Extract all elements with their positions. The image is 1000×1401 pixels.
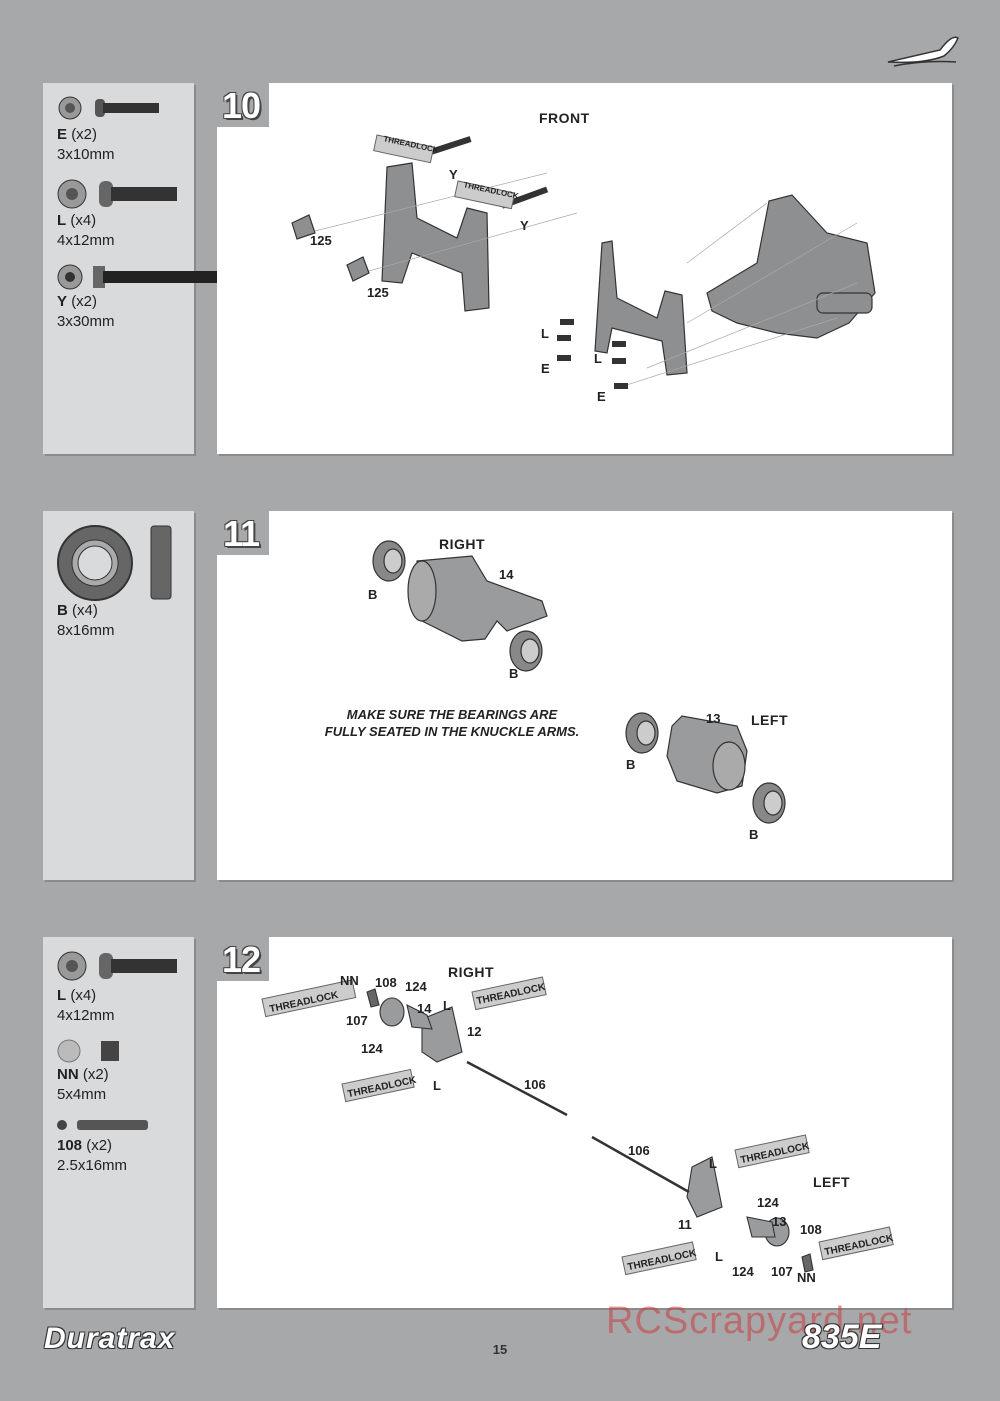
screw-e-label: E: [597, 389, 606, 404]
pliers-icon: [887, 36, 959, 67]
hw-code: NN: [57, 1066, 79, 1083]
note-line: MAKE SURE THE BEARINGS ARE: [346, 707, 558, 722]
pin-108-icon: [57, 1120, 148, 1130]
button-head-screw-e-icon: [58, 96, 159, 120]
hw-code: 108: [57, 1137, 83, 1154]
bearing-b-label: B: [509, 666, 519, 681]
hardware-panel-step-12: L (x4) 4x12mm NN (x2) 5x4mm 108 (x2) 2.5x16…: [43, 937, 194, 1308]
knuckle-diagram: [372, 540, 786, 824]
hw-size: 3x30mm: [57, 313, 115, 330]
hw-code: E: [57, 126, 68, 143]
front-title: FRONT: [539, 110, 590, 126]
set-screw-nn-icon: [57, 1039, 119, 1063]
part-124-label: 124: [361, 1041, 383, 1056]
right-title: RIGHT: [448, 964, 495, 980]
screw-l-label: L: [715, 1249, 723, 1264]
part-13-label: 13: [706, 711, 721, 726]
part-nn-label: NN: [340, 973, 359, 988]
screw-e-label: E: [541, 361, 550, 376]
bearing-icon: [57, 525, 172, 601]
part-13-label: 13: [772, 1214, 787, 1229]
hw-qty: (x2): [71, 293, 98, 310]
hw-qty: (x4): [70, 987, 97, 1004]
left-title: LEFT: [813, 1174, 850, 1190]
hw-qty: (x4): [72, 602, 98, 619]
part-125-label: 125: [310, 233, 332, 248]
part-14-label: 14: [499, 567, 514, 582]
part-108-label: 108: [800, 1222, 822, 1237]
button-head-screw-l-icon: [57, 951, 177, 981]
step-number: 10: [213, 83, 269, 127]
part-12-label: 12: [467, 1024, 482, 1039]
assembly-panel-step-12: 12 RIGHT LEFT THREADLOCK THREADLOCK THRE…: [213, 937, 952, 1308]
part-14-label: 14: [417, 1001, 432, 1016]
part-125-label: 125: [367, 285, 389, 300]
assembly-panel-step-11: 11 RIGHT LEFT B B B B 14 13 MAKE SURE TH…: [213, 511, 952, 880]
part-124-label: 124: [757, 1195, 779, 1210]
hw-size: 8x16mm: [57, 622, 115, 639]
right-title: RIGHT: [439, 536, 486, 552]
hw-size: 5x4mm: [57, 1086, 107, 1103]
part-108-label: 108: [375, 975, 397, 990]
screw-l-label: L: [433, 1078, 441, 1093]
step-number: 12: [213, 937, 269, 981]
screw-l-label: L: [443, 998, 451, 1013]
hw-qty: (x2): [82, 1066, 109, 1083]
bearing-b-label: B: [749, 827, 759, 842]
screw-y-label: Y: [449, 167, 458, 182]
axle-106-label: 106: [524, 1077, 546, 1092]
shock-tower-diagram: [291, 134, 876, 389]
model-logo: 835E: [802, 1318, 882, 1356]
part-124-label: 124: [405, 979, 427, 994]
cap-head-screw-y-icon: [57, 264, 233, 290]
button-head-screw-l-icon: [57, 179, 177, 209]
screw-l-label: L: [709, 1156, 717, 1171]
hw-code: L: [57, 987, 67, 1004]
hw-qty: (x2): [86, 1137, 113, 1154]
axle-106-label: 106: [628, 1143, 650, 1158]
part-107-label: 107: [346, 1013, 368, 1028]
hw-size: 4x12mm: [57, 232, 115, 249]
hw-code: L: [57, 212, 67, 229]
hw-code: B: [57, 602, 68, 619]
watermark: RCScrapyard.net: [606, 1300, 913, 1342]
part-11-label: 11: [678, 1217, 692, 1232]
left-title: LEFT: [751, 712, 788, 728]
bearing-b-label: B: [626, 757, 636, 772]
screw-l-label: L: [594, 351, 602, 366]
screw-l-label: L: [541, 326, 549, 341]
duratrax-logo: Duratrax: [44, 1322, 176, 1355]
assembly-panel-step-10: 10 FRONT THREADLOCK THREADLOCK Y Y 125 1…: [213, 83, 952, 454]
screw-y-label: Y: [520, 218, 529, 233]
bearing-b-label: B: [368, 587, 378, 602]
page-number: 15: [492, 1342, 508, 1357]
hw-qty: (x2): [71, 126, 98, 143]
hw-code: Y: [57, 293, 68, 310]
hw-qty: (x4): [70, 212, 97, 229]
hardware-panel-step-10: E (x2) 3x10mm L (x4) 4x12mm Y (x2) 3x30mm: [43, 83, 233, 454]
part-107-label: 107: [771, 1264, 793, 1279]
part-124-label: 124: [732, 1264, 754, 1279]
hw-size: 3x10mm: [57, 146, 115, 163]
step-number: 11: [213, 511, 269, 555]
axle-diagram: [261, 976, 894, 1276]
hw-size: 4x12mm: [57, 1007, 115, 1024]
note-line: FULLY SEATED IN THE KNUCKLE ARMS.: [324, 724, 580, 739]
bearing-note: MAKE SURE THE BEARINGS ARE FULLY SEATED …: [322, 706, 582, 740]
part-nn-label: NN: [797, 1270, 816, 1285]
hardware-panel-step-11: B (x4) 8x16mm: [43, 511, 194, 880]
hw-size: 2.5x16mm: [57, 1157, 128, 1174]
